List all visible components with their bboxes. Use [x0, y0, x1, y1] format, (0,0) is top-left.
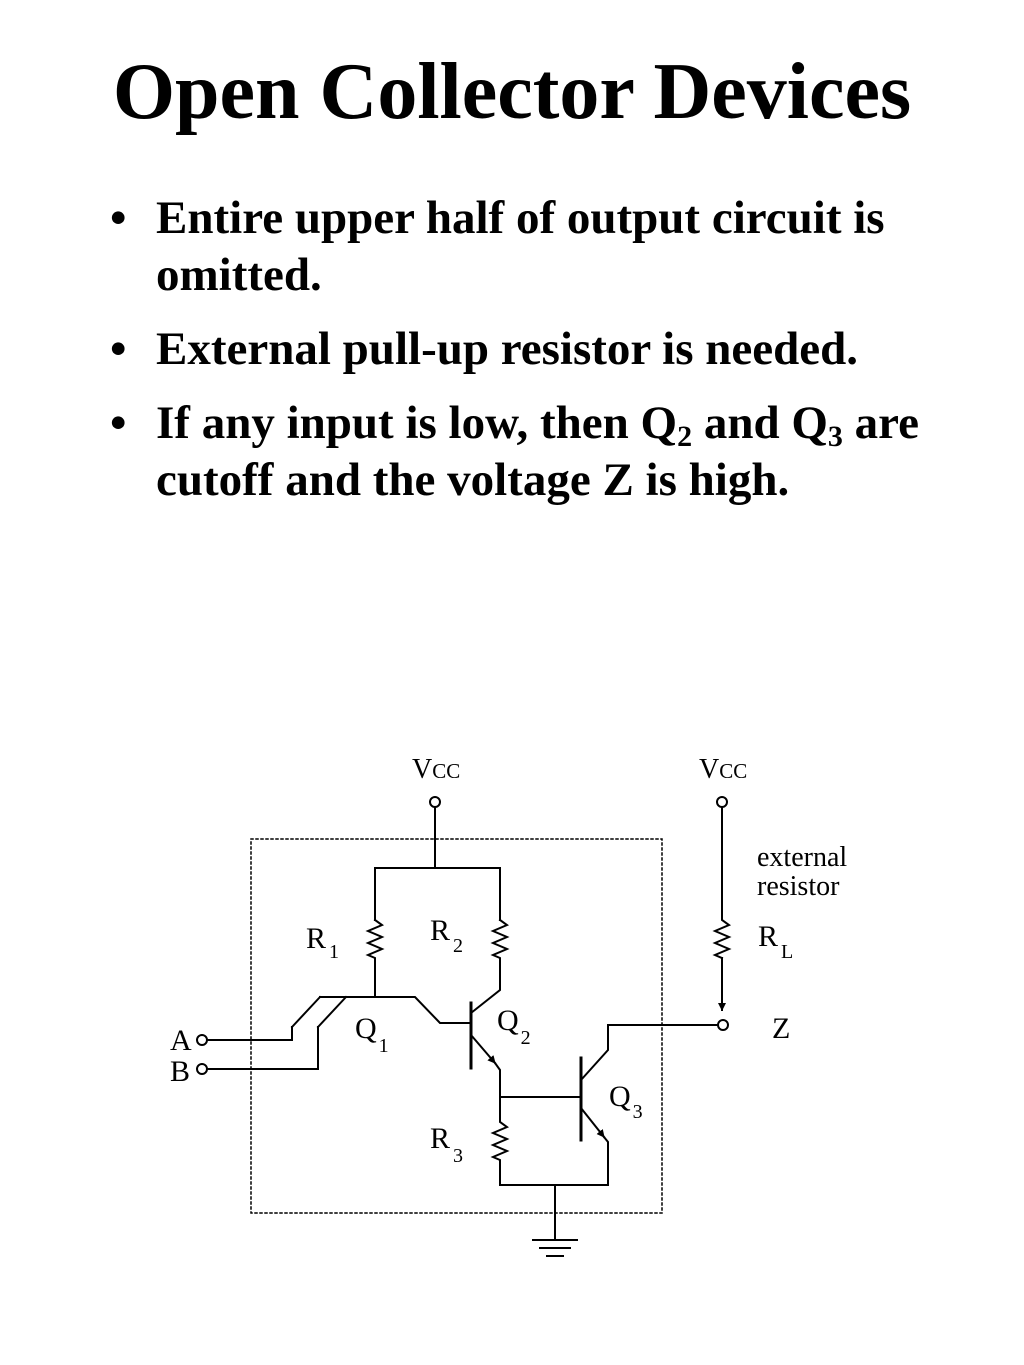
vcc-rail-left — [374, 806, 501, 921]
bullet-text: and Q — [692, 397, 828, 449]
bullet-marker: • — [110, 397, 127, 449]
external-resistor-label: resistor — [757, 871, 840, 902]
r1-resistor — [365, 918, 385, 998]
vcc-terminal-right — [716, 796, 728, 808]
r3-label: R3 — [430, 1122, 463, 1167]
bullet-text: If any input is low, then Q — [156, 397, 678, 449]
input-a-label: A — [170, 1024, 192, 1057]
q3-emitter — [579, 1106, 606, 1139]
input-b-terminal — [196, 1063, 208, 1075]
r3-resistor — [490, 1096, 609, 1186]
bullet-subscript: 2 — [677, 420, 693, 453]
ground-symbol — [532, 1239, 578, 1257]
bullet-marker: • — [110, 323, 127, 375]
input-a-terminal — [196, 1034, 208, 1046]
q3-emitter-lead — [602, 1135, 609, 1186]
q2-collector — [469, 974, 501, 1015]
input-a-wire — [206, 1026, 293, 1041]
input-b-label: B — [170, 1055, 190, 1088]
vcc-terminal-left — [429, 796, 441, 808]
input-b-wire — [206, 1026, 319, 1070]
bullet-text: Entire upper half of output circuit is o… — [156, 192, 885, 301]
output-z-terminal — [717, 1019, 729, 1031]
q1-transistor — [290, 995, 376, 1029]
q1-to-q2-wire — [374, 996, 472, 1024]
ic-boundary-box — [250, 838, 663, 1214]
bullet-item: • External pull-up resistor is needed. — [100, 321, 960, 378]
q2-label: Q2 — [497, 1004, 531, 1049]
q1-label: Q1 — [355, 1012, 389, 1057]
q3-collector — [579, 1024, 609, 1082]
bullet-item: • If any input is low, then Q2 and Q3 ar… — [100, 395, 960, 509]
rl-resistor — [712, 806, 732, 960]
bullet-list: • Entire upper half of output circuit is… — [100, 190, 960, 526]
output-z-label: Z — [772, 1012, 790, 1045]
bullet-text: External pull-up resistor is needed. — [156, 323, 859, 375]
q2-emitter-lead — [493, 1061, 501, 1098]
r2-resistor — [490, 918, 510, 976]
external-resistor-label: external — [757, 842, 847, 873]
vcc-label-right: VCC — [699, 754, 747, 785]
bullet-text: are cutoff and the voltage Z is high. — [156, 397, 920, 506]
bullet-marker: • — [110, 192, 127, 244]
bullet-item: • Entire upper half of output circuit is… — [100, 190, 960, 304]
vcc-label-left: VCC — [412, 754, 460, 785]
q2-emitter — [469, 1033, 497, 1065]
bullet-subscript: 3 — [827, 420, 843, 453]
slide-title: Open Collector Devices — [112, 48, 912, 136]
